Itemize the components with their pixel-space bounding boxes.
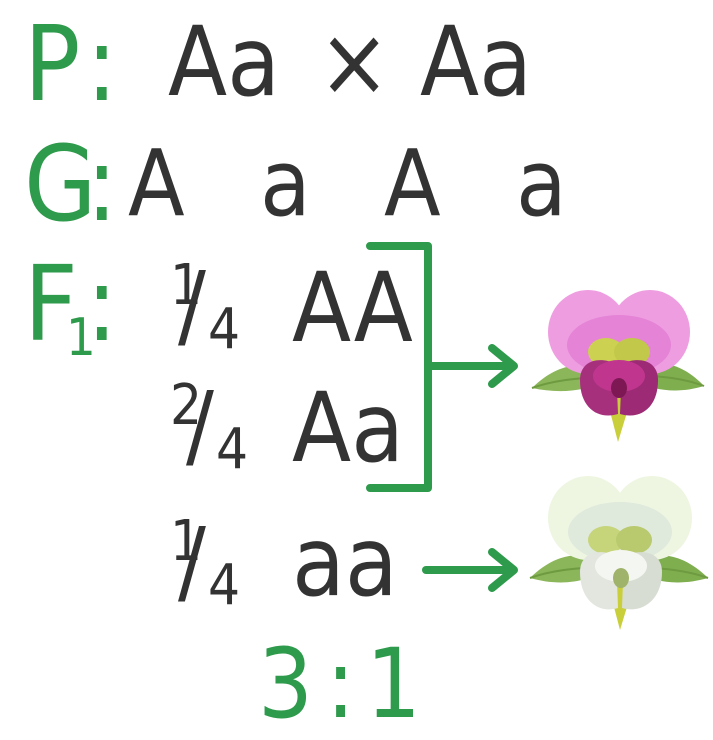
gametes-colon: :: [86, 123, 118, 245]
parental-colon: :: [86, 3, 118, 125]
white-flower-icon: [529, 476, 709, 630]
gamete: A: [128, 130, 185, 237]
arrow-to-white-flower: [422, 548, 518, 592]
genotype-AA: AA: [292, 252, 413, 364]
gamete: a: [516, 130, 567, 237]
f1-label: F: [24, 243, 78, 365]
ratio-left: 3: [258, 628, 313, 740]
ratio-right: 1: [366, 628, 421, 740]
pink-flower-icon: [531, 290, 705, 442]
parent2-genotype: Aa: [420, 6, 532, 118]
fraction-one-quarter: 1 / 4: [168, 258, 258, 358]
cross-symbol: ×: [318, 6, 391, 118]
arrow-to-pink-flower: [426, 344, 518, 388]
genotype-Aa: Aa: [292, 372, 404, 484]
fraction-one-quarter: 1 / 4: [168, 514, 258, 614]
fraction-numerator: 1: [170, 509, 203, 574]
f1-subscript: 1: [66, 308, 96, 368]
parental-label: P: [24, 3, 81, 125]
fraction-denominator: 4: [208, 297, 241, 362]
fraction-denominator: 4: [216, 417, 249, 482]
genotype-aa: aa: [292, 506, 398, 618]
fraction-slash: /: [186, 372, 214, 479]
gamete: A: [384, 130, 441, 237]
fraction-numerator: 1: [170, 253, 203, 318]
dominant-bracket: [366, 242, 432, 492]
fraction-slash: /: [178, 508, 206, 615]
gametes-label: G: [24, 123, 97, 245]
gamete: a: [260, 130, 311, 237]
f1-colon: :: [86, 243, 118, 365]
ratio-colon: :: [326, 628, 356, 740]
fraction-denominator: 4: [208, 553, 241, 618]
fraction-two-quarters: 2 / 4: [168, 378, 258, 478]
fraction-numerator: 2: [170, 373, 203, 438]
fraction-slash: /: [178, 252, 206, 359]
parent1-genotype: Aa: [168, 6, 280, 118]
